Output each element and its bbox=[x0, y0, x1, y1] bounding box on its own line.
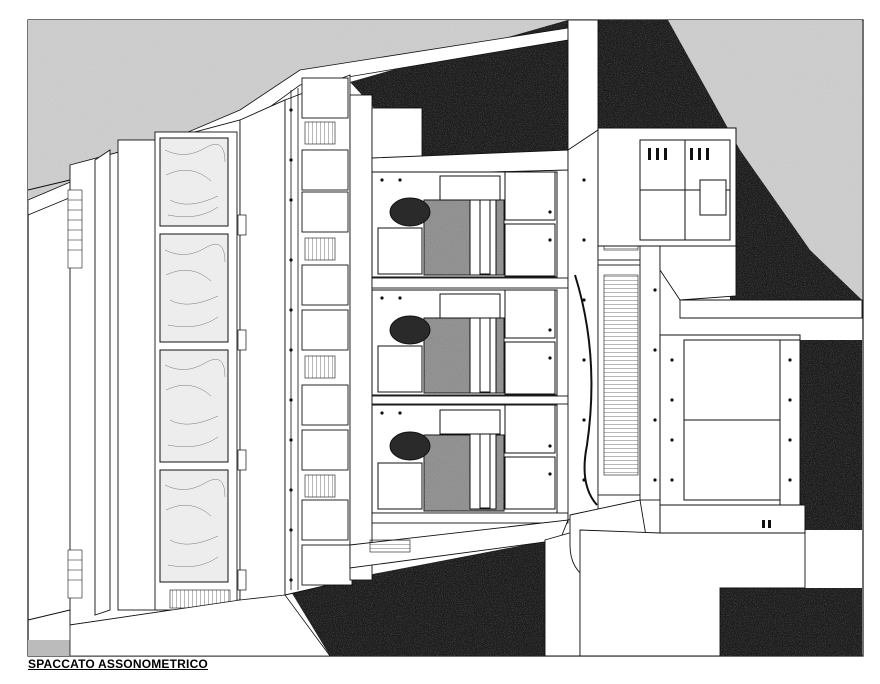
ground-dark-bottom-right bbox=[720, 588, 862, 656]
ground-light-upper-left bbox=[28, 20, 568, 200]
right-lower-openings bbox=[762, 520, 771, 528]
marble-panels bbox=[159, 137, 229, 583]
right-wing-nodes bbox=[582, 178, 657, 482]
podium-pins bbox=[237, 214, 247, 591]
ground-dark-bottom-left bbox=[290, 540, 550, 656]
module-2 bbox=[371, 289, 558, 396]
module-3 bbox=[371, 404, 558, 514]
top-right-windows bbox=[648, 148, 709, 160]
ground-light-upper-right bbox=[668, 20, 862, 300]
facade-units bbox=[301, 77, 353, 586]
right-lower-building bbox=[659, 334, 806, 534]
module-1 bbox=[371, 171, 558, 278]
vertical-road bbox=[567, 19, 599, 156]
drawing-caption: SPACCATO ASSONOMETRICO bbox=[28, 657, 208, 671]
lower-right-road bbox=[579, 529, 806, 657]
marble-veins bbox=[164, 144, 226, 567]
module-nodes bbox=[380, 178, 552, 476]
right-lower-nodes bbox=[670, 358, 792, 482]
right-road bbox=[679, 299, 863, 319]
left-stair-steps bbox=[68, 199, 82, 581]
ground-dark-right bbox=[800, 340, 862, 530]
top-right-building bbox=[597, 127, 737, 247]
top-right-terrace bbox=[659, 245, 737, 301]
facade-pillars bbox=[290, 88, 299, 590]
left-stairs bbox=[67, 189, 231, 609]
spiral-ramp bbox=[574, 274, 598, 506]
lower-plaza bbox=[69, 594, 331, 657]
facade-stair-hatches bbox=[304, 121, 336, 498]
bottom-stair-hatch bbox=[369, 539, 411, 553]
